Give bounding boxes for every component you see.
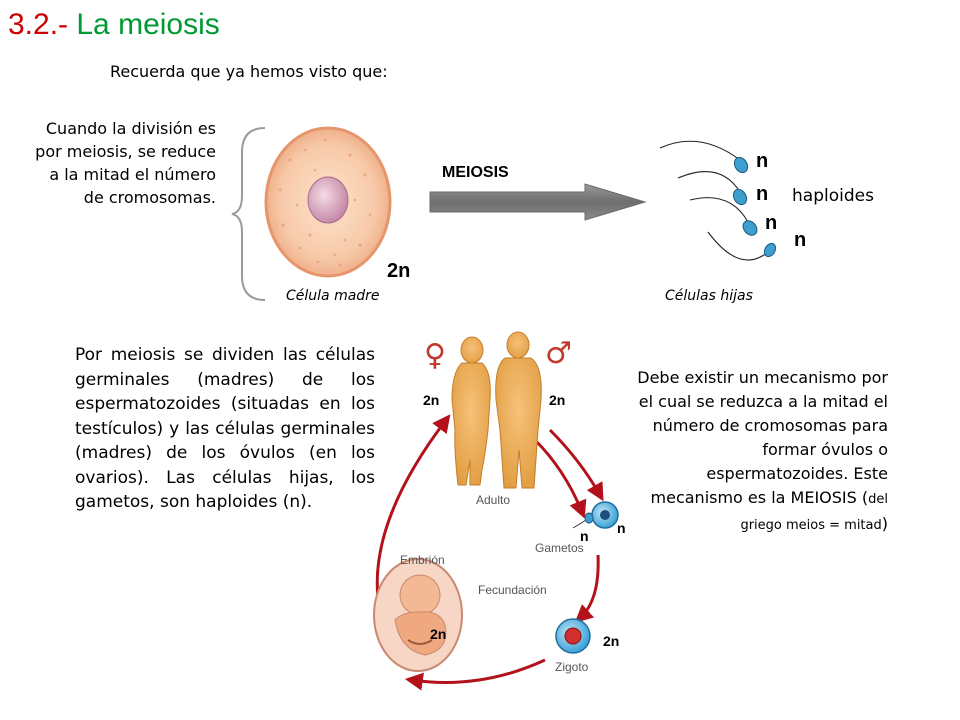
adult-label: Adulto [476, 493, 511, 507]
paragraph-mechanism-etymology: del griego meios = mitad [740, 492, 888, 533]
embryo-graphic [373, 558, 463, 672]
haploid-label: haploides [792, 186, 874, 206]
meiosis-arrow-label: MEIOSIS [442, 164, 509, 181]
zygote-label: Zigoto [555, 660, 589, 674]
male-symbol-icon: ♂ [545, 336, 572, 371]
zygote-graphic [555, 618, 591, 654]
section-number: 3.2.- [8, 8, 69, 41]
page-title: 3.2.- La meiosis [8, 8, 220, 42]
mother-ploidy-label: 2n [387, 260, 411, 282]
paragraph-germ-cells: Por meiosis se dividen las células germi… [75, 345, 375, 512]
embryo-label: Embrión [400, 553, 445, 567]
brace [231, 127, 266, 301]
sperm-cells-graphic [659, 140, 777, 261]
paragraph-mechanism: Debe existir un mecanismo por el cual se… [620, 366, 888, 538]
female-symbol-icon: ♀ [424, 338, 446, 373]
life-cycle-arrows [375, 414, 604, 691]
mother-cell-caption: Célula madre [286, 288, 380, 304]
meiosis-arrow [429, 183, 647, 221]
adult-female-ploidy: 2n [423, 392, 440, 408]
mother-cell-graphic [264, 126, 392, 278]
daughter-cells-caption: Células hijas [665, 288, 753, 304]
paragraph-meiosis-reduction: Cuando la división es por meiosis, se re… [35, 119, 216, 207]
paragraph-mechanism-main: Debe existir un mecanismo por el cual se… [637, 368, 888, 507]
intro-text: Recuerda que ya hemos visto que: [110, 62, 388, 81]
section-title: La meiosis [76, 8, 220, 41]
daughter-ploidy-4: n [794, 229, 807, 251]
adult-figures [451, 331, 542, 489]
paragraph-mechanism-end: ) [881, 514, 888, 533]
gametes-graphic [572, 501, 619, 529]
daughter-ploidy-3: n [765, 212, 778, 234]
zygote-ploidy: 2n [603, 633, 620, 649]
daughter-ploidy-1: n [756, 150, 769, 172]
gamete-male-ploidy: n [580, 528, 589, 544]
adult-male-ploidy: 2n [549, 392, 566, 408]
gamete-female-ploidy: n [617, 520, 626, 536]
gametes-label: Gametos [535, 541, 584, 555]
daughter-ploidy-2: n [756, 183, 769, 205]
fertilization-label: Fecundación [478, 583, 547, 597]
embryo-ploidy: 2n [430, 626, 447, 642]
